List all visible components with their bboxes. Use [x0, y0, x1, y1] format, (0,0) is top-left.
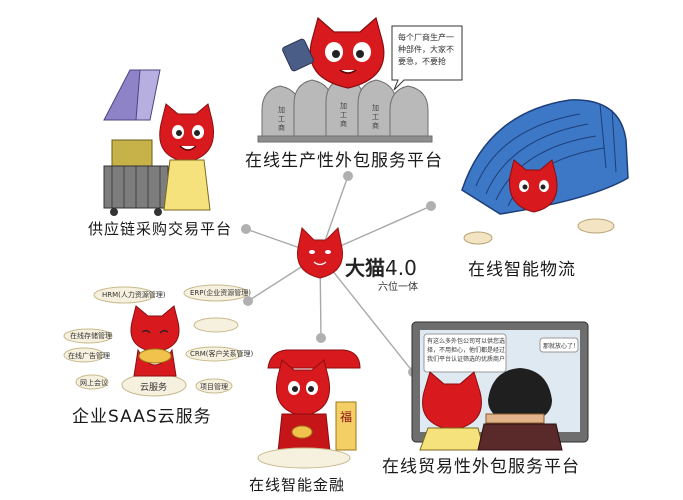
saas-tag-storage: 在线存储管理 — [70, 332, 112, 340]
center-subtitle: 六位一体 — [378, 282, 418, 293]
svg-text:工: 工 — [372, 113, 379, 121]
speech-bubble-text: 每个厂商生产一种部件，大家不要急，不要抢 — [398, 33, 454, 66]
finance-illustration — [257, 349, 361, 469]
svg-text:工: 工 — [340, 111, 347, 119]
saas-tag-erp: ERP(企业资源管理) — [190, 289, 251, 297]
brand-version: 4.0 — [385, 256, 417, 280]
svg-text:加: 加 — [278, 105, 285, 114]
saas-tag-hrm: HRM(人力资源管理) — [102, 291, 166, 299]
label-trade: 在线贸易性外包服务平台 — [382, 457, 580, 477]
finance-sign: 福 — [340, 410, 353, 424]
svg-text:商: 商 — [278, 123, 285, 132]
label-finance: 在线智能金融 — [249, 476, 346, 494]
svg-text:加: 加 — [340, 101, 347, 110]
svg-text:商: 商 — [372, 121, 379, 130]
trade-screen-message: 有这么多外包公司可以供您选择，不用担心，他们都是经过我们平台认证筛选的优质商户 — [427, 338, 506, 363]
trade-illustration — [411, 321, 589, 451]
center-cat-logo — [296, 226, 344, 279]
label-supply-chain: 供应链采购交易平台 — [88, 220, 233, 238]
label-logistics: 在线智能物流 — [468, 260, 576, 280]
brand-name: 大猫 — [345, 256, 385, 280]
label-saas: 企业SAAS云服务 — [72, 407, 212, 427]
svg-text:商: 商 — [340, 119, 347, 128]
logistics-illustration — [461, 99, 629, 245]
svg-text:工: 工 — [278, 115, 285, 123]
saas-tag-project: 项目管理 — [200, 383, 228, 391]
connector-nodes — [241, 171, 436, 377]
production-illustration: 加工商 加工商 加工商 — [257, 16, 463, 143]
trade-screen-reply: 那就放心了！ — [543, 343, 580, 350]
supply-chain-illustration — [103, 69, 214, 216]
saas-tag-crm: CRM(客户关系管理) — [190, 350, 254, 358]
center-title: 大猫4.0 — [345, 252, 417, 281]
saas-tag-meeting: 网上会议 — [80, 379, 108, 387]
saas-cloud-center: 云服务 — [140, 383, 168, 393]
label-production: 在线生产性外包服务平台 — [245, 151, 443, 171]
svg-text:加: 加 — [372, 103, 379, 112]
saas-illustration — [63, 284, 249, 397]
saas-tag-ads: 在线广告管理 — [68, 352, 110, 360]
